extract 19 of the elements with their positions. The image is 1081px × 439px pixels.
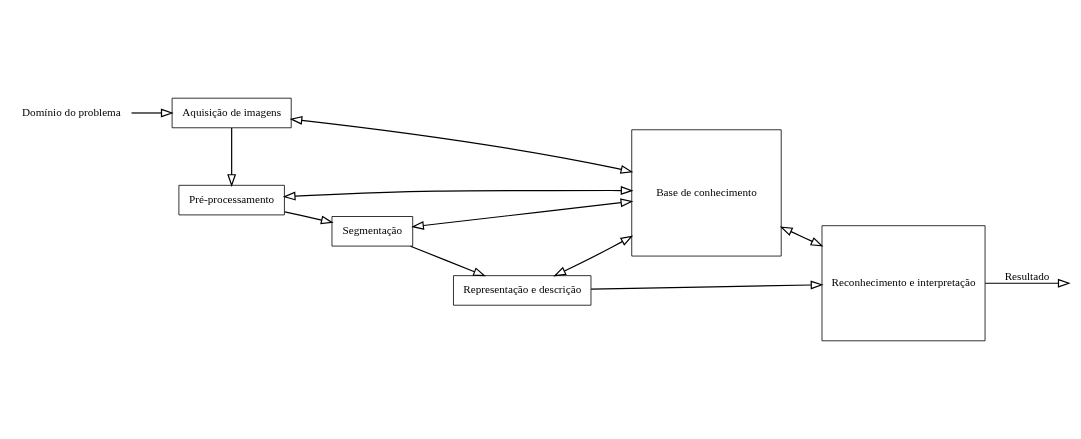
arrow: [284, 211, 334, 225]
arrow: [289, 115, 634, 174]
node-box: Representação e descrição: [453, 275, 592, 306]
arrow: [130, 108, 174, 118]
node-box: Reconhecimento e interpretação: [821, 225, 986, 342]
arrow: [779, 226, 824, 247]
arrow: [984, 278, 1071, 288]
node-box: Pré-processamento: [178, 184, 285, 216]
node-text: Domínio do problema: [21, 105, 121, 118]
arrow: [409, 245, 486, 277]
arrow: [590, 280, 824, 290]
arrow: [227, 127, 237, 187]
node-box: Base de conhecimento: [631, 129, 782, 257]
arrow: [411, 198, 634, 230]
edge-label: Resultado: [1004, 270, 1050, 283]
node-box: Aquisição de imagens: [171, 97, 292, 129]
arrow: [553, 235, 634, 277]
arrow: [282, 186, 634, 201]
node-box: Segmentação: [331, 216, 414, 247]
